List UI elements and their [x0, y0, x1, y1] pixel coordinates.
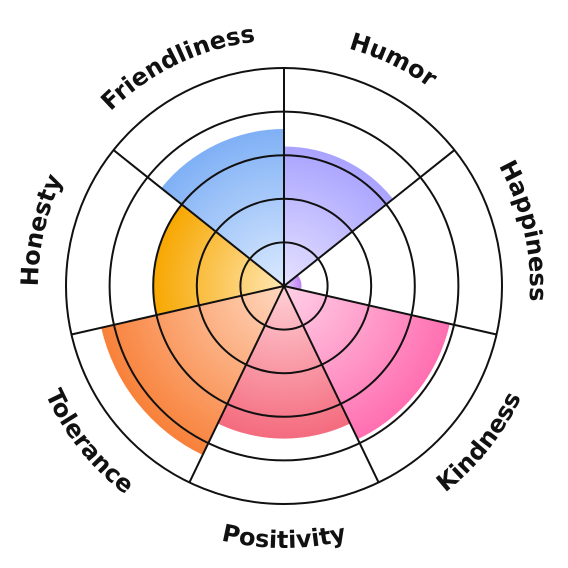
label-kindness: Kindness [431, 387, 527, 497]
wedge-positivity [217, 286, 351, 439]
grid-spoke-6 [71, 285, 285, 336]
wedge-honesty [153, 204, 284, 316]
grid-spoke-4 [283, 285, 380, 483]
grid-spoke-2 [283, 149, 456, 287]
grid-spoke-7 [112, 149, 285, 287]
label-tolerance: Tolerance [40, 385, 139, 500]
wedge-friendliness [161, 129, 284, 286]
label-positivity: Positivity [220, 519, 349, 554]
grid-spoke-5 [188, 285, 285, 483]
wedge-tolerance [101, 286, 284, 455]
grid [65, 67, 503, 505]
grid-spoke-3 [283, 285, 497, 336]
label-honesty: Honesty [16, 169, 68, 286]
label-friendliness: Friendliness [96, 20, 257, 116]
